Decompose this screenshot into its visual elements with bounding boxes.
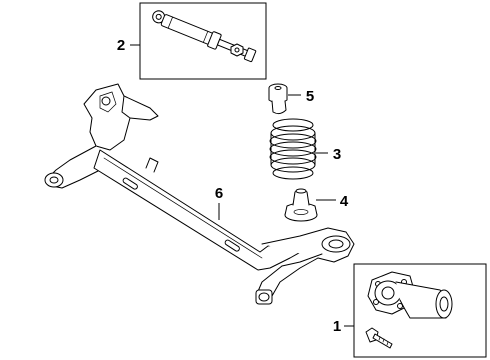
wheel-bolt-drawing [365, 327, 393, 349]
shock-absorber-box [139, 2, 267, 80]
coil-spring-drawing [269, 118, 317, 180]
shock-absorber-group [139, 2, 267, 80]
hub-bearing-drawing [367, 271, 453, 319]
callout-6: 6 [215, 185, 223, 202]
callout-2: 2 [117, 37, 125, 54]
axle-beam-drawing [44, 83, 355, 305]
callout-4: 4 [340, 193, 349, 210]
hub-bearing-group [353, 263, 487, 358]
leader-lines [130, 44, 354, 327]
callout-1: 1 [333, 318, 341, 335]
bump-stop-drawing [268, 83, 288, 115]
shock-nut [230, 43, 244, 57]
shock-absorber-drawing [152, 10, 257, 63]
spring-seat-drawing [284, 188, 318, 222]
hub-bearing-box [353, 263, 487, 358]
callout-labels: 2 5 3 4 6 1 [117, 37, 349, 335]
callout-3: 3 [333, 146, 341, 163]
callout-5: 5 [306, 88, 314, 105]
